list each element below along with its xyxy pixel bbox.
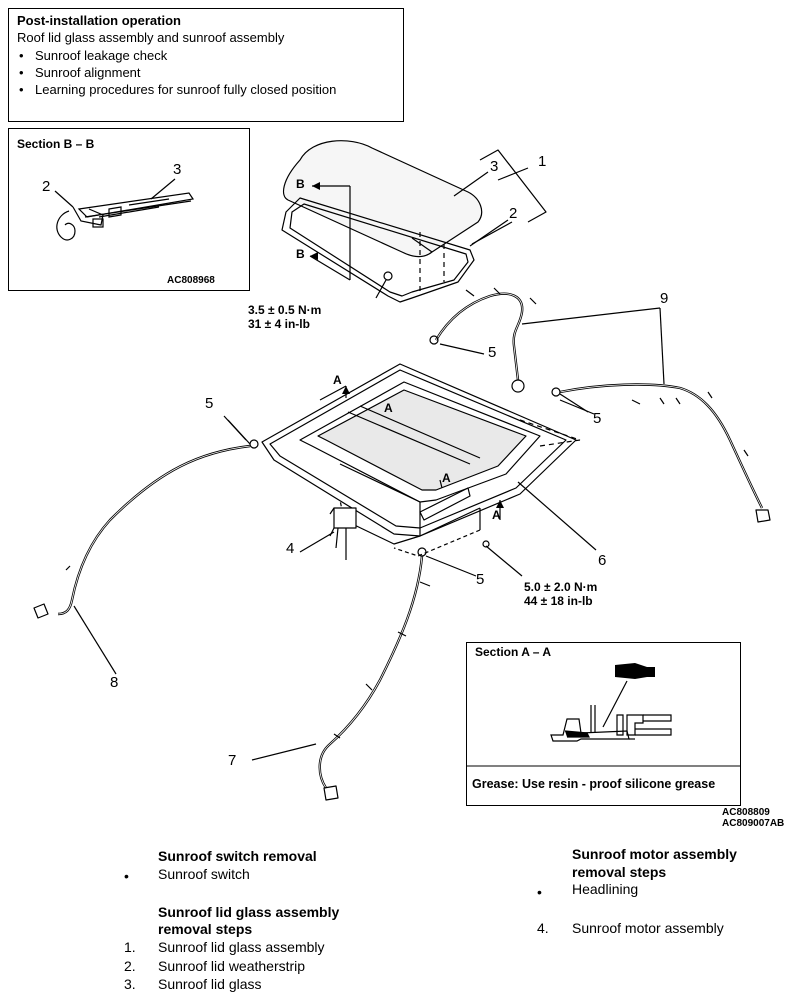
section-marker-b-lower: B — [296, 247, 305, 261]
section-b-label-3: 3 — [173, 161, 182, 178]
callout-5-left: 5 — [205, 395, 214, 412]
callout-6: 6 — [598, 552, 607, 569]
motor-removal-heading-1: Sunroof motor assembly — [572, 846, 737, 862]
lid-step-num: 2. — [124, 958, 136, 974]
section-marker-a: A — [333, 373, 342, 387]
note-item: Sunroof leakage check — [17, 47, 336, 64]
callout-8: 8 — [110, 674, 119, 691]
callout-3: 3 — [490, 158, 499, 175]
section-b-code: AC808968 — [167, 275, 215, 286]
grease-tube-icon — [615, 663, 647, 679]
note-title: Post-installation operation — [17, 13, 181, 28]
torque-frame-nm: 5.0 ± 2.0 N·m — [524, 580, 598, 594]
section-b-title: Section B – B — [17, 137, 95, 151]
callout-5-upper: 5 — [488, 344, 497, 361]
section-a-drawing — [467, 663, 740, 767]
torque-lid-nm: 3.5 ± 0.5 N·m — [248, 303, 322, 317]
note-subtitle: Roof lid glass assembly and sunroof asse… — [17, 30, 285, 45]
callout-7: 7 — [228, 752, 237, 769]
lid-step-num: 3. — [124, 976, 136, 992]
torque-frame-inlb: 44 ± 18 in-lb — [524, 594, 593, 608]
switch-removal-heading: Sunroof switch removal — [158, 848, 317, 864]
section-b-b-inset: Section B – B 2 3 AC808968 — [8, 128, 250, 291]
motor-prestep-item: Headlining — [572, 881, 639, 897]
motor-step-text: Sunroof motor assembly — [572, 920, 724, 936]
figure-code-2: AC809007AB — [722, 818, 785, 829]
switch-item: Sunroof switch — [158, 866, 250, 882]
section-a-title: Section A – A — [475, 645, 552, 659]
motor-step-num: 4. — [537, 920, 549, 936]
note-list: Sunroof leakage check Sunroof alignment … — [17, 47, 336, 98]
motor-bullet: • — [537, 884, 542, 900]
section-a-a-inset: Section A – A Grease: Use resin - proof … — [466, 642, 741, 806]
torque-lid: 3.5 ± 0.5 N·m 31 ± 4 in-lb — [248, 303, 321, 331]
torque-lid-inlb: 31 ± 4 in-lb — [248, 317, 310, 331]
callout-1: 1 — [538, 153, 547, 170]
callout-5-right: 5 — [593, 410, 602, 427]
section-marker-b-upper: B — [296, 177, 305, 191]
lid-removal-heading-2: removal steps — [158, 921, 253, 937]
callout-4: 4 — [286, 540, 295, 557]
lid-step-text: Sunroof lid glass — [158, 976, 262, 992]
section-marker-a: A — [492, 508, 501, 522]
lid-step-text: Sunroof lid weatherstrip — [158, 958, 306, 974]
torque-frame: 5.0 ± 2.0 N·m 44 ± 18 in-lb — [524, 580, 597, 608]
section-b-drawing — [54, 178, 195, 241]
lid-removal-heading-1: Sunroof lid glass assembly — [158, 904, 340, 920]
lid-step-text: Sunroof lid glass assembly — [158, 939, 325, 955]
motor-removal-heading-2: removal steps — [572, 864, 667, 880]
note-item: Learning procedures for sunroof fully cl… — [17, 81, 336, 98]
grease-note: Grease: Use resin - proof silicone greas… — [472, 777, 716, 791]
section-b-label-2: 2 — [42, 178, 51, 195]
callout-9: 9 — [660, 290, 669, 307]
callout-2: 2 — [509, 205, 518, 222]
figure-code-1: AC808809 — [722, 807, 770, 818]
note-item: Sunroof alignment — [17, 64, 336, 81]
switch-bullet: • — [124, 868, 129, 884]
callout-5-lower: 5 — [476, 571, 485, 588]
section-marker-a: A — [442, 471, 451, 485]
lid-step-num: 1. — [124, 939, 136, 955]
section-marker-a: A — [384, 401, 393, 415]
post-installation-note: Post-installation operation Roof lid gla… — [8, 8, 404, 122]
